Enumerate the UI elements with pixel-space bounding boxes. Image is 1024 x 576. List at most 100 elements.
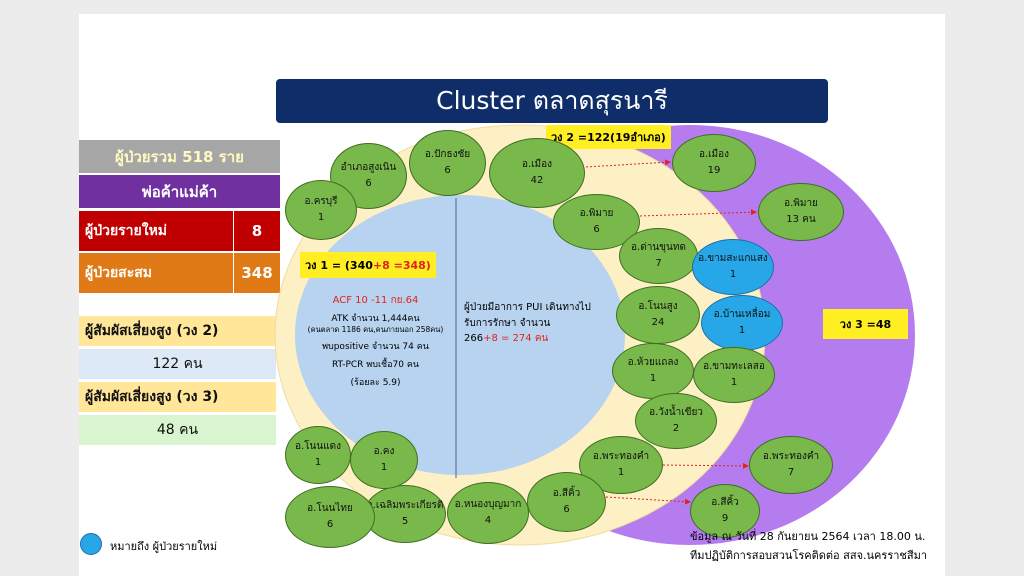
district-count: 19 <box>707 165 721 176</box>
district-name: อ.เมือง <box>521 159 553 170</box>
ring2-contacts-value-box: 122 คน <box>79 349 276 379</box>
ring-1-acf-block: ACF 10 -11 กย.64 ATK จำนวน 1,444คน (คนตล… <box>298 294 453 389</box>
district-name: อ.โนนแดง <box>294 441 342 452</box>
district-name: อ.พระทองคำ <box>592 451 650 462</box>
district-name: อ.ขามสะแกแสง <box>698 253 768 264</box>
atk-detail-line: (คนตลาด 1186 คน,คนภายนอก 258คน) <box>307 324 444 334</box>
district-name: อ.บ้านเหลื่อม <box>713 309 771 320</box>
district-count: 1 <box>738 325 746 336</box>
district-count: 2 <box>672 423 680 434</box>
district-count: 1 <box>729 269 737 280</box>
ring-1-pui-block: ผู้ป่วยมีอาการ PUI เดินทางไปรับการรักษา … <box>464 300 599 347</box>
ring2-district-circle: อ.เมือง 42 <box>489 138 585 208</box>
ring2-contacts-header: ผู้สัมผัสเสี่ยงสูง (วง 2) <box>79 316 276 346</box>
percent-line: (ร้อยละ 5.9) <box>350 378 401 389</box>
ring-1-label-prefix: วง 1 = (340 <box>305 259 373 272</box>
legend-new-case-dot <box>80 533 102 555</box>
positive-line: พบpositive จำนวน 74 คน <box>322 341 429 352</box>
district-count: 7 <box>655 258 662 269</box>
district-name: อ.ครบุรี <box>304 196 338 207</box>
ring3-district-circle: อ.พิมาย 13 คน <box>758 183 844 241</box>
vendors-label: พ่อค้าแม่ค้า <box>141 182 218 201</box>
district-count: 1 <box>314 457 322 468</box>
ring2-district-circle: อ.ครบุรี 1 <box>285 180 357 240</box>
ring2-district-circle: อ.สีคิ้ว 6 <box>527 472 606 532</box>
ring2-district-circle: อ.ขามสะแกแสง 1 <box>692 239 774 295</box>
arrow-phimai <box>639 209 757 217</box>
district-count: 6 <box>563 504 570 515</box>
footer-line-2: ทีมปฏิบัติการสอบสวนโรคติดต่อ สสจ.นครราชส… <box>690 549 928 562</box>
district-name: อ.ห้วยแถลง <box>627 357 679 368</box>
district-count: 13 คน <box>786 214 816 225</box>
ring2-district-circle: อ.โนนสูง 24 <box>616 286 700 344</box>
new-cases-label: ผู้ป่วยรายใหม่ <box>85 223 168 239</box>
district-name: อ.ขามทะเลสอ <box>703 361 765 372</box>
new-cases-value: 8 <box>233 211 280 251</box>
ring3-contacts-label: ผู้สัมผัสเสี่ยงสูง (วง 3) <box>85 389 219 405</box>
legend-text: หมายถึง ผู้ป่วยรายใหม่ <box>110 540 218 553</box>
ring2-district-circle: อ.คง 1 <box>350 431 418 489</box>
ring2-district-circle: อ.เฉลิมพระเกียรติ 5 <box>364 485 446 543</box>
ring2-district-circle: อ.โนนแดง 1 <box>285 426 351 484</box>
district-count: 42 <box>530 175 544 186</box>
ring-2-label-text: วง 2 =122(19อำเภอ) <box>551 131 666 144</box>
district-name: อ.พิมาย <box>579 208 614 219</box>
district-name: อ.โนนสูง <box>638 301 678 312</box>
acf-line: ACF 10 -11 กย.64 <box>332 295 419 306</box>
ring2-contacts-value: 122 คน <box>152 356 203 372</box>
district-name: อ.หนองบุญมาก <box>454 499 522 510</box>
district-name: อ.สีคิ้ว <box>711 497 739 508</box>
district-name: อ.สีคิ้ว <box>552 488 581 499</box>
district-count: 6 <box>365 178 372 189</box>
ring2-district-circle: อ.ปักธงชัย 6 <box>409 130 486 196</box>
district-count: 1 <box>380 462 388 473</box>
page-title: Cluster ตลาดสุรนารี <box>276 79 828 123</box>
district-name: อ.โนนไทย <box>307 503 353 514</box>
ring2-district-circle: อ.ด่านขุนทด 7 <box>619 228 698 284</box>
pui-prefix: 266 <box>464 333 484 344</box>
ring3-contacts-value: 48 คน <box>156 422 199 438</box>
cumulative-cases-row: ผู้ป่วยสะสม 348 <box>79 253 280 293</box>
ring2-contacts-label: ผู้สัมผัสเสี่ยงสูง (วง 2) <box>85 323 219 339</box>
district-count: 1 <box>730 377 738 388</box>
district-count: 1 <box>317 212 325 223</box>
ring2-district-circle: อำเภอสูงเนิน 6 <box>330 143 407 209</box>
ring3-district-circle: อ.เมือง 19 <box>672 134 756 192</box>
rtpcr-line: RT-PCR พบเชื้อ70 คน <box>331 359 420 370</box>
district-count: 24 <box>651 317 665 328</box>
district-name: อ.เฉลิมพระเกียรติ <box>366 500 444 511</box>
district-count: 1 <box>617 467 625 478</box>
district-count: 5 <box>401 516 409 527</box>
district-count: 6 <box>593 224 600 235</box>
ring2-district-circle: อ.หนองบุญมาก 4 <box>447 482 529 544</box>
pui-plus: +8 = 274 คน <box>483 333 549 344</box>
district-name: อำเภอสูงเนิน <box>340 162 397 173</box>
atk-line: ATK จำนวน 1,444คน <box>331 313 420 324</box>
district-name: อ.คง <box>373 446 395 457</box>
cumulative-cases-value: 348 <box>233 253 280 293</box>
total-cases-box: ผู้ป่วยรวม 518 ราย <box>79 140 280 173</box>
pui-text: ผู้ป่วยมีอาการ PUI เดินทางไปรับการรักษา … <box>464 302 591 329</box>
district-count: 1 <box>649 373 657 384</box>
ring3-contacts-value-box: 48 คน <box>79 415 276 445</box>
ring-3-label-text: วง 3 =48 <box>839 318 892 331</box>
ring2-district-circle: อ.ขามทะเลสอ 1 <box>693 347 775 403</box>
ring2-district-circle: อ.ห้วยแถลง 1 <box>612 343 694 399</box>
ring3-contacts-header: ผู้สัมผัสเสี่ยงสูง (วง 3) <box>79 382 276 412</box>
title-text: Cluster ตลาดสุรนารี <box>436 86 668 115</box>
cumulative-cases-label: ผู้ป่วยสะสม <box>85 265 152 281</box>
district-name: อ.พิมาย <box>784 198 818 209</box>
ring-1-label: วง 1 = (340+8 =348) <box>300 252 436 278</box>
district-count: 6 <box>444 165 451 176</box>
ring2-district-circle: อ.บ้านเหลื่อม 1 <box>701 295 783 351</box>
district-name: อ.ด่านขุนทด <box>631 242 686 253</box>
total-cases-label: ผู้ป่วยรวม 518 ราย <box>115 147 244 166</box>
vendors-box: พ่อค้าแม่ค้า <box>79 175 280 208</box>
district-name: อ.เมือง <box>698 149 730 160</box>
district-name: อ.ปักธงชัย <box>424 149 471 160</box>
district-count: 4 <box>484 515 492 526</box>
